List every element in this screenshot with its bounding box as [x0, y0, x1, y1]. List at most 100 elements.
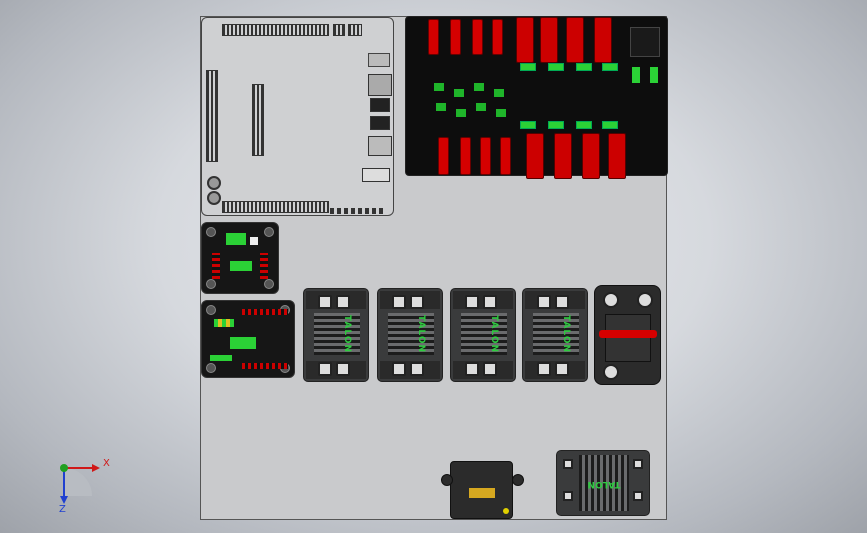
screw-terminal-icon[interactable] [392, 362, 406, 376]
mount-hole-icon [207, 191, 221, 205]
wago-terminal-icon[interactable] [576, 63, 592, 71]
mount-hole-icon [206, 227, 216, 237]
wago-terminal-icon[interactable] [520, 63, 536, 71]
fuse-icon [438, 137, 449, 175]
talon-controller-1[interactable]: TALON [303, 288, 369, 382]
usb-device-port[interactable] [368, 53, 390, 67]
mount-hole-icon [206, 363, 216, 373]
breaker-terminal-icon[interactable] [637, 292, 653, 308]
screw-terminal-icon[interactable] [555, 362, 569, 376]
x-axis-label: X [103, 458, 110, 469]
talon-logo: TALON [587, 479, 621, 489]
wago-terminal-icon[interactable] [210, 355, 232, 361]
talon-controller-2[interactable]: TALON [377, 288, 443, 382]
ethernet-port[interactable] [368, 136, 392, 156]
talon-logo: TALON [489, 314, 499, 353]
mount-hole-icon [206, 279, 216, 289]
power-distribution-panel[interactable] [405, 16, 668, 179]
screw-terminal-icon[interactable] [563, 491, 573, 501]
fuse-icon [460, 137, 471, 175]
pneumatics-control-module[interactable] [201, 300, 295, 378]
usb-host-port[interactable] [368, 74, 392, 96]
radio-connector[interactable] [469, 488, 495, 498]
voltage-regulator-module[interactable] [201, 222, 279, 294]
breaker-terminal-icon[interactable] [603, 364, 619, 380]
heatsink-fins [461, 313, 507, 355]
solenoid-port-row[interactable] [242, 309, 288, 315]
wago-terminal-icon[interactable] [230, 337, 256, 349]
breaker-lever-icon[interactable] [599, 330, 657, 338]
talon-logo: TALON [342, 314, 352, 353]
wago-terminal-icon[interactable] [226, 233, 246, 245]
large-fuse-icon [554, 133, 572, 179]
wago-terminal-icon[interactable] [456, 109, 466, 117]
wago-terminal-icon[interactable] [476, 103, 486, 111]
screw-terminal-icon[interactable] [410, 295, 424, 309]
screw-terminal-icon[interactable] [537, 362, 551, 376]
talon-controller-5[interactable]: TALON [556, 450, 650, 516]
large-fuse-icon [608, 133, 626, 179]
mount-tab-icon [441, 474, 453, 486]
usb-port-2[interactable] [370, 98, 390, 112]
top-pin-header-small [333, 24, 345, 36]
screw-terminal-icon[interactable] [392, 295, 406, 309]
wago-terminal-icon[interactable] [576, 121, 592, 129]
mount-hole-icon [207, 176, 221, 190]
solenoid-port-row[interactable] [242, 363, 288, 369]
triad-plane [64, 468, 92, 496]
screw-terminal-icon[interactable] [465, 362, 479, 376]
wago-terminal-icon[interactable] [520, 121, 536, 129]
wago-terminal-icon[interactable] [212, 253, 220, 279]
breaker-terminal-icon[interactable] [603, 292, 619, 308]
talon-controller-4[interactable]: TALON [522, 288, 588, 382]
screw-terminal-icon[interactable] [465, 295, 479, 309]
heatsink-fins [314, 313, 360, 355]
screw-terminal-icon[interactable] [336, 362, 350, 376]
z-axis-label: Z [59, 504, 66, 515]
screw-terminal-icon[interactable] [483, 362, 497, 376]
screw-terminal-icon[interactable] [483, 295, 497, 309]
fuse-icon [450, 19, 461, 55]
heatsink-fins [533, 313, 579, 355]
main-circuit-breaker[interactable] [594, 285, 661, 385]
wago-terminal-icon[interactable] [230, 261, 252, 271]
screw-terminal-icon[interactable] [563, 459, 573, 469]
radio-module[interactable] [441, 461, 524, 519]
screw-terminal-icon[interactable] [318, 295, 332, 309]
screw-terminal-icon[interactable] [410, 362, 424, 376]
large-fuse-icon [516, 17, 534, 63]
mount-hole-icon [264, 279, 274, 289]
wago-terminal-icon[interactable] [548, 121, 564, 129]
status-led-icon [503, 508, 509, 514]
screw-terminal-icon[interactable] [633, 491, 643, 501]
mount-hole-icon [206, 305, 216, 315]
screw-terminal-icon[interactable] [336, 295, 350, 309]
can-connector[interactable] [630, 27, 660, 57]
talon-logo: TALON [561, 314, 571, 353]
screw-terminal-icon[interactable] [318, 362, 332, 376]
fuse-icon [492, 19, 503, 55]
wago-terminal-icon[interactable] [494, 89, 504, 97]
fuse-icon [500, 137, 511, 175]
wago-terminal-icon[interactable] [260, 253, 268, 279]
wago-terminal-icon[interactable] [602, 63, 618, 71]
led-row [330, 208, 385, 214]
wago-terminal-icon[interactable] [496, 109, 506, 117]
wago-terminal-icon[interactable] [602, 121, 618, 129]
status-led-icon [650, 67, 658, 83]
talon-controller-3[interactable]: TALON [450, 288, 516, 382]
power-connector[interactable] [362, 168, 390, 182]
wago-terminal-icon[interactable] [454, 89, 464, 97]
wago-terminal-icon[interactable] [434, 83, 444, 91]
wago-terminal-icon[interactable] [548, 63, 564, 71]
screw-terminal-icon[interactable] [633, 459, 643, 469]
wago-terminal-icon[interactable] [436, 103, 446, 111]
screw-terminal-icon[interactable] [537, 295, 551, 309]
fuse-icon [480, 137, 491, 175]
wago-terminal-icon[interactable] [474, 83, 484, 91]
controller-module[interactable] [201, 17, 394, 216]
large-fuse-icon [566, 17, 584, 63]
usb-port-3[interactable] [370, 116, 390, 130]
x-arrow-icon [92, 464, 100, 472]
screw-terminal-icon[interactable] [555, 295, 569, 309]
